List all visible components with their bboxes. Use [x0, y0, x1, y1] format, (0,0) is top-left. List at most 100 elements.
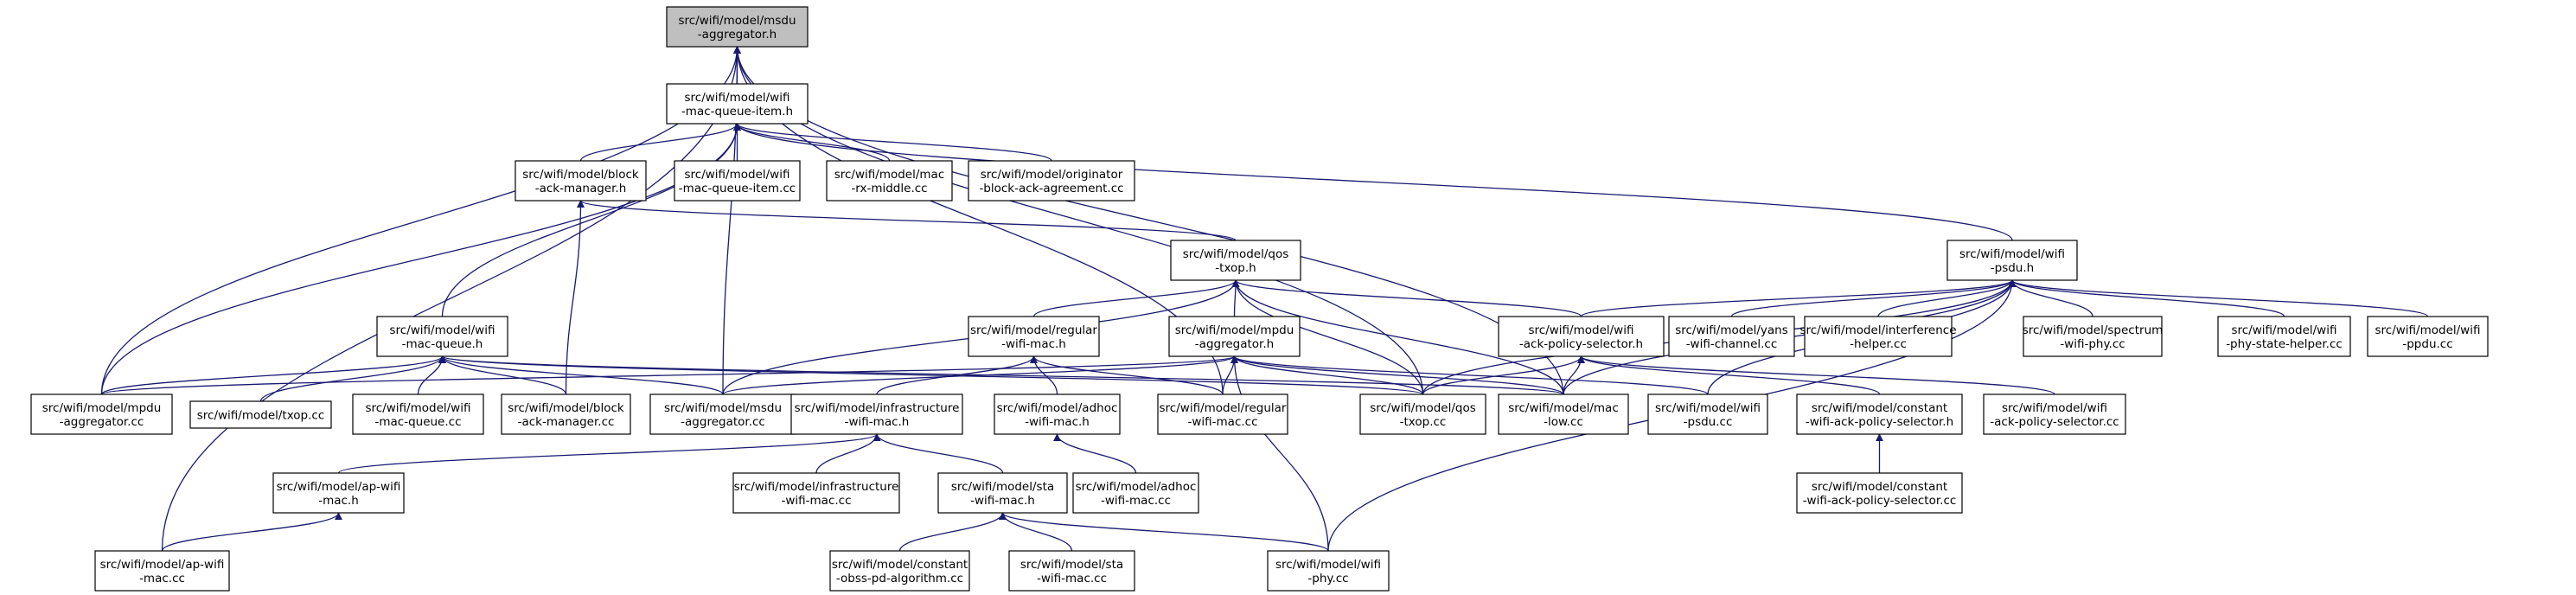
- node-qtxoph[interactable]: src/wifi/model/qos-txop.h: [1170, 240, 1301, 281]
- node-label-line: -aggregator.h: [1195, 337, 1274, 351]
- node-layer: src/wifi/model/msdu-aggregator.hsrc/wifi…: [30, 6, 2489, 592]
- edge-copd-to-swmh: [898, 512, 1007, 552]
- node-label-line: -mac-queue.cc: [374, 415, 461, 429]
- node-psduh[interactable]: src/wifi/model/wifi-psdu.h: [1946, 240, 2078, 281]
- node-apwmcc[interactable]: src/wifi/model/ap-wifi-mac.cc: [94, 550, 230, 592]
- node-label-line: -mac.cc: [139, 572, 185, 585]
- node-wphy[interactable]: src/wifi/model/wifi-phy.cc: [1267, 550, 1390, 592]
- node-box: [1647, 393, 1768, 435]
- node-mqh[interactable]: src/wifi/model/wifi-mac-queue.h: [376, 316, 508, 357]
- node-label-line: -phy.cc: [1307, 572, 1348, 585]
- node-label-line: -wifi-mac.h: [970, 494, 1035, 508]
- edge-msducc-to-mpduh: [722, 355, 1238, 395]
- node-box: [501, 393, 631, 435]
- node-apscc[interactable]: src/wifi/model/wifi-ack-policy-selector.…: [1983, 393, 2126, 435]
- node-label-line: src/wifi/model/wifi: [1275, 558, 1381, 572]
- edge-apsh-to-qtxoph: [1231, 279, 1582, 317]
- node-pshc[interactable]: src/wifi/model/wifi-phy-state-helper.cc: [2217, 316, 2351, 357]
- node-ihc[interactable]: src/wifi/model/interference-helper.cc: [1799, 316, 1957, 357]
- node-box: [829, 550, 970, 592]
- node-label-line: -wifi-ack-policy-selector.cc: [1803, 494, 1957, 508]
- node-box: [968, 160, 1135, 202]
- node-root[interactable]: src/wifi/model/msdu-aggregator.h: [666, 6, 809, 48]
- node-apsh[interactable]: src/wifi/model/wifi-ack-policy-selector.…: [1498, 316, 1665, 357]
- node-label-line: src/wifi/model/infrastructure: [734, 480, 899, 494]
- node-maclow[interactable]: src/wifi/model/mac-low.cc: [1498, 393, 1629, 435]
- node-label-line: src/wifi/model/wifi: [1959, 247, 2065, 261]
- edge-psduh-to-mqih: [733, 123, 2013, 241]
- edge-maclow-to-apsh: [1563, 355, 1585, 395]
- node-swp[interactable]: src/wifi/model/spectrum-wifi-phy.cc: [2023, 316, 2164, 357]
- node-label-line: -mac.h: [318, 494, 359, 508]
- edge-bamh-to-mqih: [579, 123, 741, 162]
- node-mpduh[interactable]: src/wifi/model/mpdu-aggregator.h: [1168, 316, 1301, 357]
- node-label-line: src/wifi/model/txop.cc: [197, 409, 325, 423]
- node-label-line: src/wifi/model/wifi: [2375, 323, 2481, 337]
- node-psducc[interactable]: src/wifi/model/wifi-psdu.cc: [1647, 393, 1768, 435]
- node-msducc[interactable]: src/wifi/model/msdu-aggregator.cc: [649, 393, 796, 435]
- node-box: [1267, 550, 1390, 592]
- node-box: [1170, 240, 1301, 281]
- node-label-line: src/wifi/model/wifi: [366, 401, 471, 415]
- node-mqih[interactable]: src/wifi/model/wifi-mac-queue-item.h: [666, 83, 809, 125]
- node-awmcc[interactable]: src/wifi/model/adhoc-wifi-mac.cc: [1072, 472, 1199, 514]
- edge-mpduh-to-qtxoph: [1231, 279, 1240, 317]
- node-obaa[interactable]: src/wifi/model/originator-block-ack-agre…: [968, 160, 1135, 202]
- edge-mpducc-to-mpduh: [100, 355, 1238, 395]
- node-label-line: -helper.cc: [1850, 337, 1907, 351]
- node-label-line: -block-ack-agreement.cc: [979, 182, 1123, 195]
- edge-awmcc-to-awmh: [1053, 433, 1137, 474]
- node-label-line: src/wifi/model/wifi: [2232, 323, 2337, 337]
- node-label-line: src/wifi/model/block: [508, 401, 624, 415]
- node-apwmh[interactable]: src/wifi/model/ap-wifi-mac.h: [272, 472, 405, 514]
- node-label-line: -txop.cc: [1400, 415, 1447, 429]
- edge-iwmcc-to-iwmh: [815, 433, 881, 474]
- node-mqcc[interactable]: src/wifi/model/wifi-mac-queue.cc: [352, 393, 484, 435]
- edge-rwmcc-to-mpduh: [1222, 355, 1238, 395]
- node-ywc[interactable]: src/wifi/model/yans-wifi-channel.cc: [1668, 316, 1795, 357]
- node-swmh[interactable]: src/wifi/model/sta-wifi-mac.h: [937, 472, 1068, 514]
- node-label-line: src/wifi/model/msdu: [664, 401, 782, 415]
- node-label-line: src/wifi/model/qos: [1370, 401, 1476, 415]
- node-ppdu[interactable]: src/wifi/model/wifi-ppdu.cc: [2367, 316, 2489, 357]
- node-label-line: -wifi-channel.cc: [1686, 337, 1778, 351]
- edge-ihc-to-psduh: [1877, 279, 2017, 317]
- node-label-line: -ppdu.cc: [2402, 337, 2452, 351]
- node-rwmh[interactable]: src/wifi/model/regular-wifi-mac.h: [968, 316, 1100, 357]
- edge-ywc-to-psduh: [1730, 279, 2017, 317]
- node-capsh[interactable]: src/wifi/model/constant-wifi-ack-policy-…: [1796, 393, 1963, 435]
- node-copd[interactable]: src/wifi/model/constant-obss-pd-algorith…: [829, 550, 970, 592]
- node-bamcc[interactable]: src/wifi/model/block-ack-manager.cc: [501, 393, 631, 435]
- edge-msducc-to-mqh: [438, 355, 724, 395]
- node-mqicc[interactable]: src/wifi/model/wifi-mac-queue-item.cc: [674, 160, 801, 202]
- node-iwmh[interactable]: src/wifi/model/infrastructure-wifi-mac.h: [790, 393, 963, 435]
- edge-apsh-to-psduh: [1580, 279, 2017, 317]
- node-box: [1359, 393, 1486, 435]
- node-box: [1008, 550, 1135, 592]
- node-label-line: src/wifi/model/mpdu: [42, 401, 162, 415]
- node-label-line: -wifi-mac.h: [1025, 415, 1090, 429]
- node-txopcc[interactable]: src/wifi/model/txop.cc: [189, 400, 332, 429]
- node-awmh[interactable]: src/wifi/model/adhoc-wifi-mac.h: [994, 393, 1121, 435]
- edge-rwmcc-to-rwmh: [1030, 355, 1224, 395]
- node-rxm[interactable]: src/wifi/model/mac-rx-middle.cc: [826, 160, 953, 202]
- node-qtxopcc[interactable]: src/wifi/model/qos-txop.cc: [1359, 393, 1486, 435]
- node-capscc[interactable]: src/wifi/model/constant-wifi-ack-policy-…: [1796, 472, 1963, 514]
- edge-bamcc-to-bamh: [565, 200, 585, 395]
- node-label-line: src/wifi/model/block: [522, 168, 639, 182]
- edge-awmh-to-rwmh: [1030, 355, 1058, 395]
- node-rwmcc[interactable]: src/wifi/model/regular-wifi-mac.cc: [1157, 393, 1288, 435]
- node-swmcc[interactable]: src/wifi/model/sta-wifi-mac.cc: [1008, 550, 1135, 592]
- node-box: [1072, 472, 1199, 514]
- node-iwmcc[interactable]: src/wifi/model/infrastructure-wifi-mac.c…: [732, 472, 900, 514]
- edge-rxm-to-mqih: [733, 123, 891, 162]
- node-bamh[interactable]: src/wifi/model/block-ack-manager.h: [515, 160, 647, 202]
- node-mpducc[interactable]: src/wifi/model/mpdu-aggregator.cc: [30, 393, 173, 435]
- node-label-line: src/wifi/model/sta: [951, 480, 1054, 494]
- edge-pshc-to-psduh: [2008, 279, 2285, 317]
- node-label-line: -wifi-phy.cc: [2060, 337, 2125, 351]
- node-label-line: -ack-policy-selector.cc: [1990, 415, 2119, 429]
- node-box: [2217, 316, 2351, 357]
- node-box: [1168, 316, 1301, 357]
